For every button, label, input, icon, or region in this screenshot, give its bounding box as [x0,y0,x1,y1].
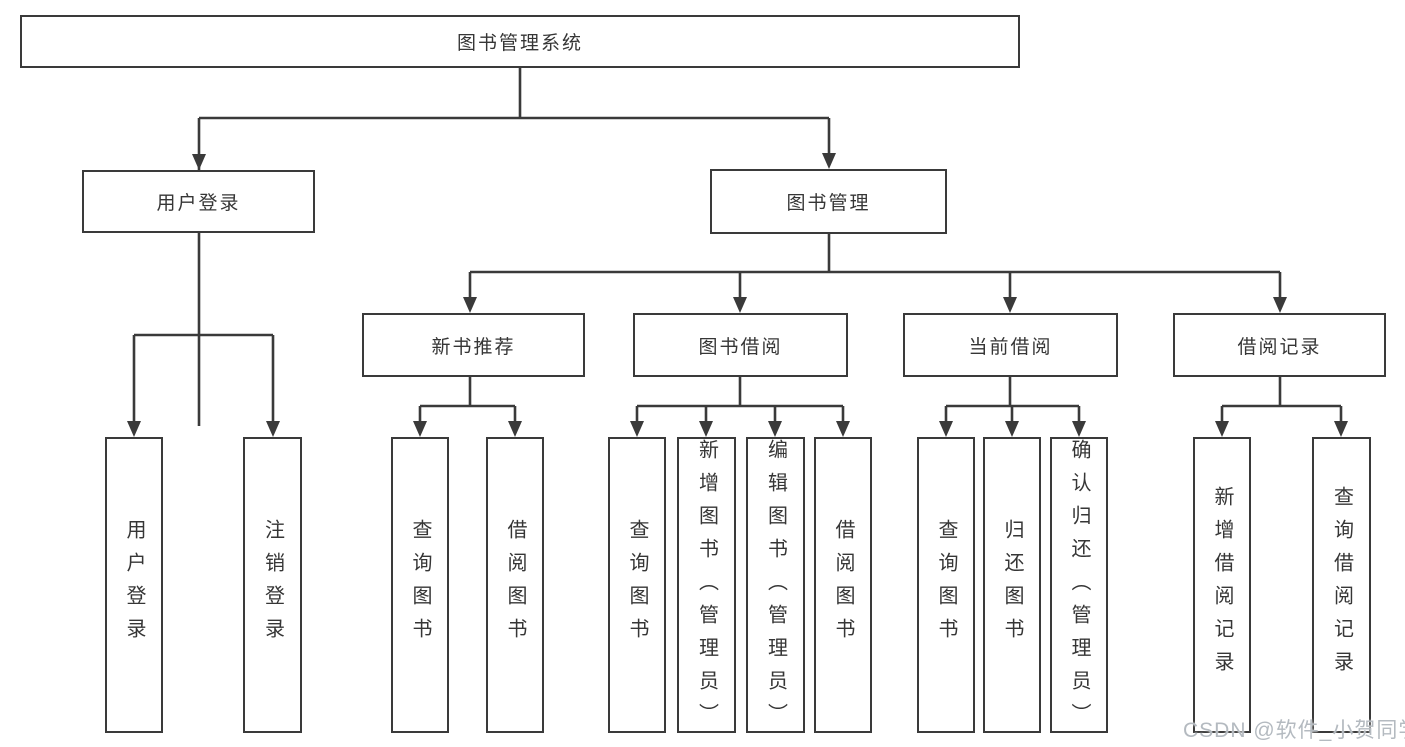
leaf-borrowing-borrow-books: 借阅图书 [814,437,872,733]
leaf-records-query-record-label: 查询借阅记录 [1330,486,1353,684]
node-new-book-recommend-label: 新书推荐 [431,336,516,358]
leaf-recommend-borrow-books-label: 借阅图书 [504,519,526,651]
node-book-borrowing: 图书借阅 [633,313,848,377]
leaf-recommend-query-books-label: 查询图书 [409,519,431,651]
leaf-borrowing-query-books-label: 查询图书 [626,519,648,651]
arrowhead-icons [127,153,1348,437]
node-borrowing-records: 借阅记录 [1173,313,1386,377]
leaf-logout: 注销登录 [243,437,302,733]
csdn-watermark: CSDN @软件_小贺同学 [1183,719,1405,742]
leaf-recommend-borrow-books: 借阅图书 [486,437,544,733]
leaf-current-query-books: 查询图书 [917,437,975,733]
leaf-user-login: 用户登录 [105,437,163,733]
leaf-borrowing-edit-books: 编辑图书（管理员） [746,437,805,736]
node-current-borrowing: 当前借阅 [903,313,1118,377]
node-user-login: 用户登录 [82,170,315,233]
leaf-current-query-books-label: 查询图书 [935,519,957,651]
node-new-book-recommend: 新书推荐 [362,313,585,377]
leaf-current-return-books-label: 归还图书 [1001,519,1023,651]
leaf-records-add-record-label: 新增借阅记录 [1211,486,1233,684]
leaf-logout-label: 注销登录 [261,519,284,651]
leaf-records-add-record: 新增借阅记录 [1193,437,1251,733]
node-book-management: 图书管理 [710,169,947,234]
node-book-borrowing-label: 图书借阅 [698,336,783,358]
leaf-current-return-books: 归还图书 [983,437,1041,733]
node-user-login-label: 用户登录 [156,193,241,214]
leaf-borrowing-query-books: 查询图书 [608,437,666,733]
node-book-management-label: 图书管理 [786,193,871,214]
leaf-borrowing-edit-books-label: 编辑图书（管理员） [764,439,787,736]
leaf-records-query-record: 查询借阅记录 [1312,437,1371,733]
leaf-user-login-label: 用户登录 [123,519,145,651]
node-current-borrowing-label: 当前借阅 [968,336,1053,358]
leaf-borrowing-add-books-label: 新增图书（管理员） [695,439,718,736]
leaf-current-confirm-return: 确认归还（管理员） [1050,437,1108,736]
leaf-recommend-query-books: 查询图书 [391,437,449,733]
leaf-borrowing-add-books: 新增图书（管理员） [677,437,736,736]
leaf-borrowing-borrow-books-label: 借阅图书 [832,519,854,651]
node-root: 图书管理系统 [20,15,1020,68]
node-root-label: 图书管理系统 [456,33,583,54]
node-borrowing-records-label: 借阅记录 [1237,336,1322,358]
leaf-current-confirm-return-label: 确认归还（管理员） [1068,439,1090,736]
